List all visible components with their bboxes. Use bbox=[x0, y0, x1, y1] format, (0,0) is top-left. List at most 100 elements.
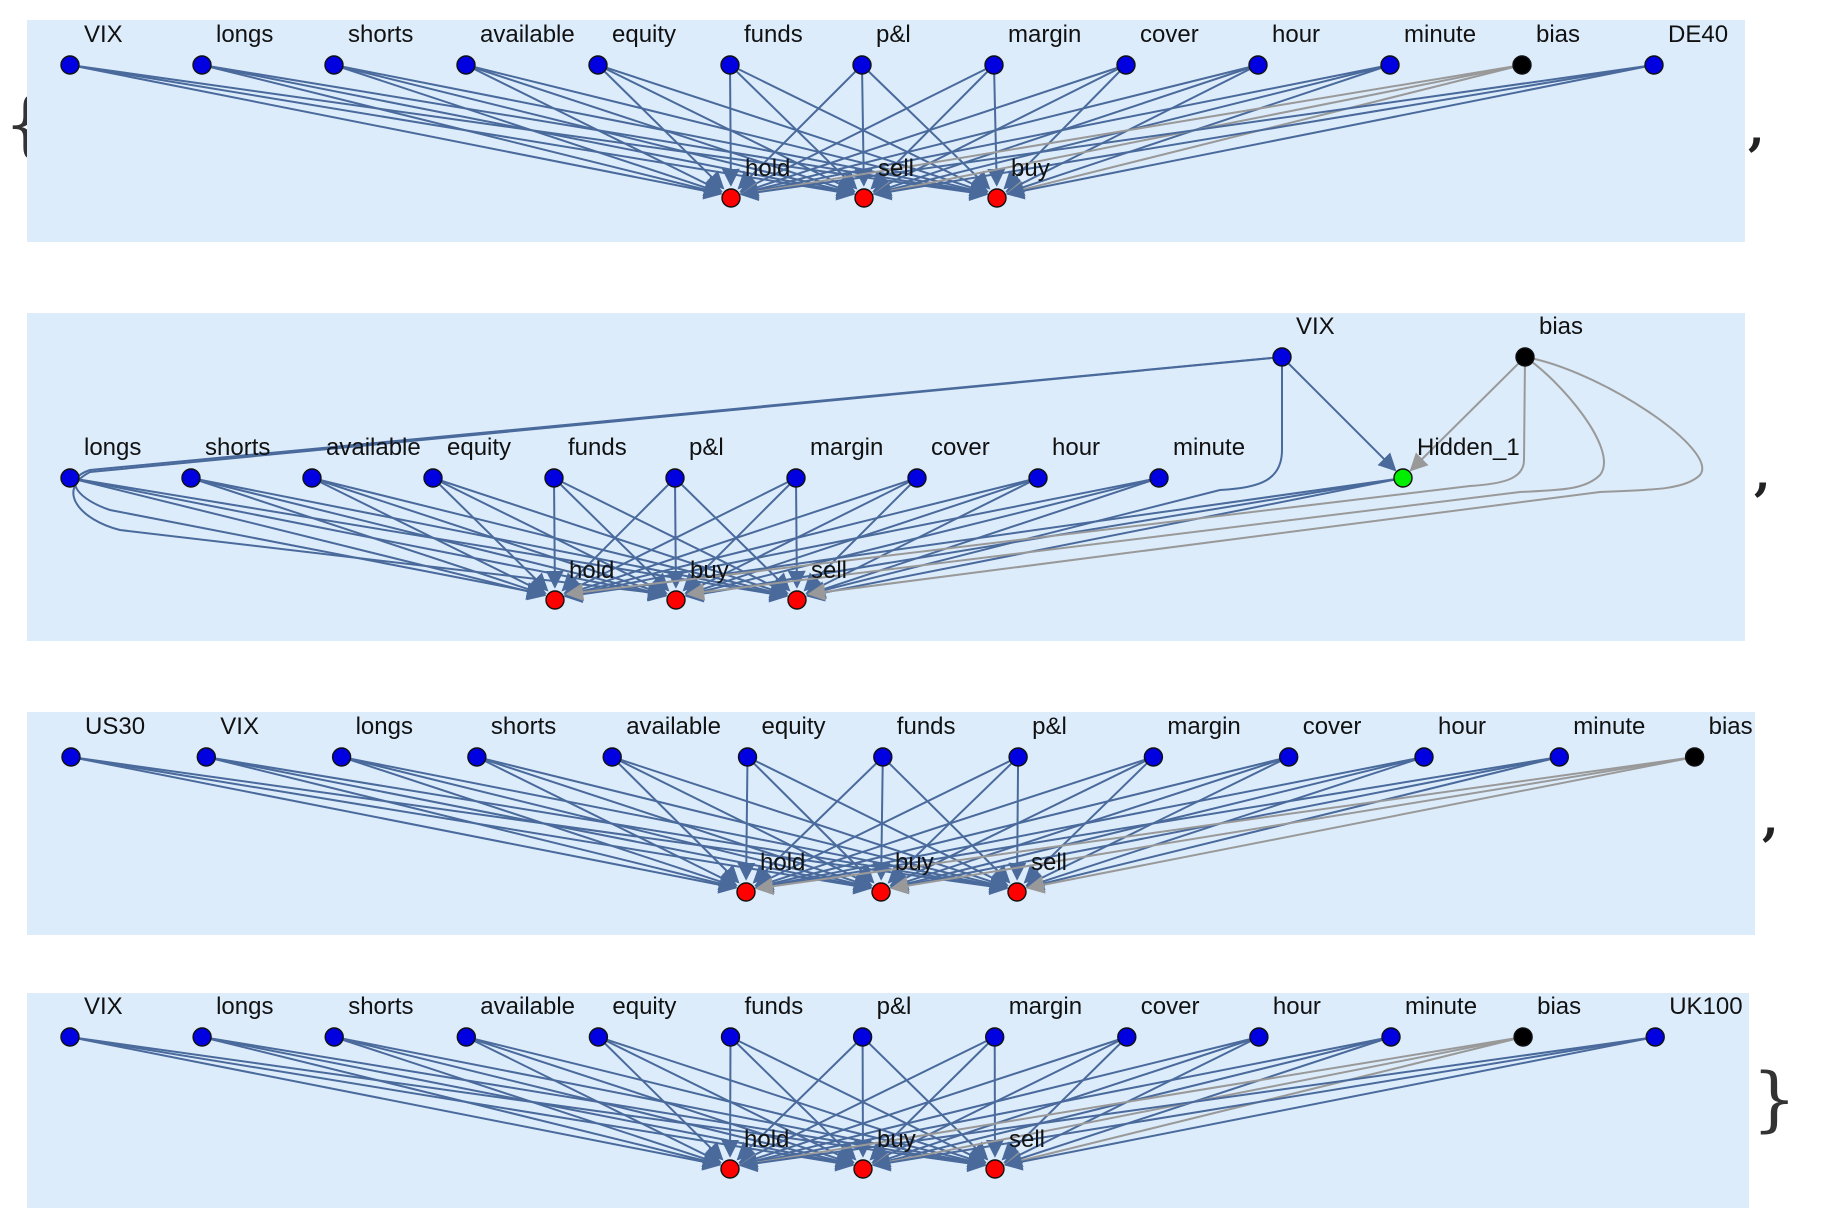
label-margin: margin bbox=[810, 434, 883, 461]
edge-bias-to-hold bbox=[739, 1036, 1524, 1172]
edge-minute-to-hold bbox=[740, 64, 1391, 200]
edge-shorts-to-hold bbox=[476, 756, 738, 887]
label-cover: cover bbox=[1303, 713, 1362, 740]
edge-pandl-to-buy bbox=[666, 477, 685, 589]
separator-comma-3: , bbox=[1762, 791, 1779, 847]
edge-cover-to-hold bbox=[563, 477, 918, 598]
node-shorts bbox=[324, 55, 344, 75]
node-de40 bbox=[1644, 55, 1664, 75]
node-available bbox=[456, 1027, 476, 1047]
edge-funds-to-buy bbox=[553, 477, 670, 592]
edge-shorts-to-hold bbox=[333, 64, 723, 197]
label-pandl: p&l bbox=[877, 993, 912, 1020]
edge-longs-to-hold bbox=[201, 64, 723, 199]
label-de40: DE40 bbox=[1668, 21, 1728, 48]
output-node-sell bbox=[854, 188, 874, 208]
edge-de40-to-buy bbox=[1006, 64, 1655, 200]
close-brace: } bbox=[1752, 1058, 1797, 1140]
label-equity: equity bbox=[612, 21, 676, 48]
edge-cover-to-sell bbox=[1001, 1036, 1128, 1161]
node-pandl bbox=[665, 468, 685, 488]
label-hold: hold bbox=[569, 557, 614, 584]
node-bias bbox=[1515, 347, 1535, 367]
label-cover: cover bbox=[931, 434, 990, 461]
label-margin: margin bbox=[1008, 21, 1081, 48]
node-longs bbox=[192, 1027, 212, 1047]
label-cover: cover bbox=[1141, 993, 1200, 1020]
output-node-sell bbox=[787, 590, 807, 610]
edge-shorts-to-buy bbox=[476, 756, 873, 891]
node-hour bbox=[1414, 747, 1434, 767]
label-pandl: p&l bbox=[689, 434, 724, 461]
label-equity: equity bbox=[612, 993, 676, 1020]
node-hour bbox=[1028, 468, 1048, 488]
node-pandl bbox=[1008, 747, 1028, 767]
edge-vix-to-buy bbox=[72, 356, 1283, 602]
edge-margin-to-buy bbox=[869, 1036, 996, 1161]
edge-pandl-to-hold bbox=[561, 477, 676, 592]
edge-bias-to-sell bbox=[1026, 756, 1695, 894]
edge-minute-to-sell bbox=[805, 477, 1160, 598]
label-equity: equity bbox=[447, 434, 511, 461]
edge-vix-to-hold bbox=[69, 1036, 721, 1171]
label-hidden-1: Hidden_1 bbox=[1417, 434, 1520, 461]
edge-margin-to-buy bbox=[987, 64, 1006, 187]
node-margin bbox=[1143, 747, 1164, 767]
label-bias: bias bbox=[1536, 21, 1580, 48]
edge-shorts-to-hold bbox=[333, 1036, 722, 1168]
node-funds bbox=[720, 1027, 741, 1047]
edge-group bbox=[69, 1036, 1656, 1173]
edge-funds-to-buy bbox=[872, 756, 891, 881]
label-bias: bias bbox=[1539, 313, 1583, 340]
label-hold: hold bbox=[760, 849, 805, 876]
label-cover: cover bbox=[1140, 21, 1199, 48]
node-cover bbox=[907, 468, 927, 488]
label-available: available bbox=[480, 993, 575, 1020]
label-buy: buy bbox=[895, 849, 934, 876]
label-bias: bias bbox=[1709, 713, 1753, 740]
hidden-node-hidden-1 bbox=[1393, 468, 1413, 488]
edge-bias-to-hold bbox=[565, 356, 1526, 602]
label-minute: minute bbox=[1573, 713, 1645, 740]
label-buy: buy bbox=[1011, 155, 1050, 182]
label-available: available bbox=[326, 434, 421, 461]
edge-hour-to-hold bbox=[739, 64, 1259, 199]
label-margin: margin bbox=[1167, 713, 1240, 740]
edge-minute-to-hold bbox=[755, 756, 1560, 895]
edge-vix-to-hold bbox=[206, 756, 738, 893]
edge-cover-to-hold bbox=[738, 1036, 1128, 1168]
edge-uk100-to-sell bbox=[1004, 1036, 1656, 1171]
node-cover bbox=[1278, 747, 1299, 767]
output-node-buy bbox=[853, 1159, 873, 1179]
edge-funds-to-sell bbox=[882, 756, 1011, 884]
node-pandl bbox=[852, 1027, 873, 1047]
edge-hour-to-buy bbox=[1005, 64, 1259, 192]
edge-bias-to-hidden-1 bbox=[1409, 356, 1526, 472]
edge-funds-to-buy bbox=[729, 1036, 857, 1161]
node-pandl bbox=[852, 55, 872, 75]
node-shorts bbox=[181, 468, 201, 488]
separator-comma-2: , bbox=[1754, 446, 1771, 502]
edge-pandl-to-buy bbox=[861, 64, 991, 190]
label-minute: minute bbox=[1404, 21, 1476, 48]
edge-available-to-hold bbox=[311, 477, 547, 595]
label-longs: longs bbox=[216, 993, 273, 1020]
edge-available-to-buy bbox=[465, 1036, 855, 1168]
edge-group bbox=[69, 356, 1704, 604]
edge-de40-to-sell bbox=[873, 64, 1655, 201]
edge-pandl-to-sell bbox=[674, 477, 791, 592]
edge-pandl-to-hold bbox=[754, 756, 1019, 887]
edge-equity-to-hold bbox=[597, 1036, 724, 1161]
edge-bias-to-hold bbox=[740, 64, 1523, 201]
label-longs: longs bbox=[84, 434, 141, 461]
node-minute bbox=[1149, 468, 1169, 488]
node-available bbox=[602, 747, 622, 767]
edge-cover-to-sell bbox=[1025, 756, 1290, 887]
node-minute bbox=[1380, 55, 1400, 75]
edge-bias-to-buy bbox=[686, 356, 1605, 601]
edge-margin-to-hold bbox=[739, 64, 995, 192]
label-funds: funds bbox=[897, 713, 956, 740]
node-bias bbox=[1684, 747, 1705, 767]
